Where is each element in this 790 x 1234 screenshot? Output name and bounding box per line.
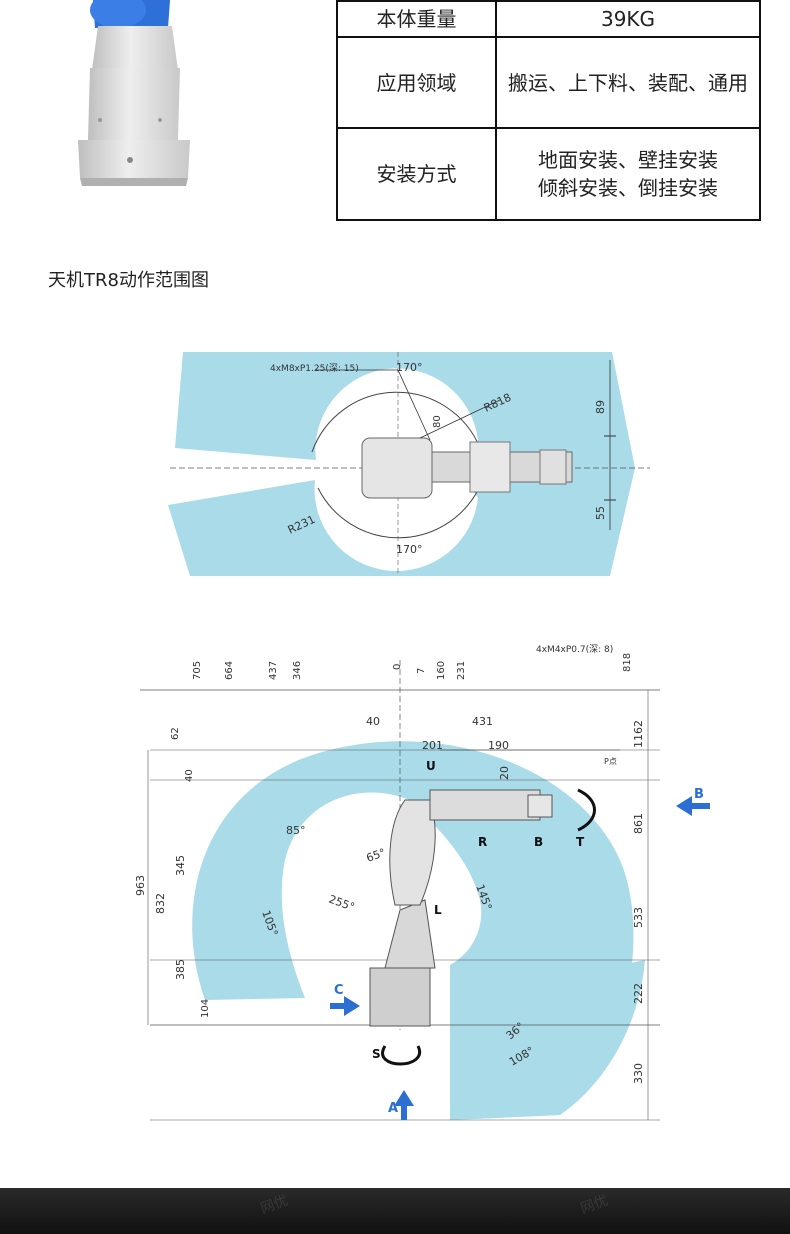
view-b-label: B [694, 787, 704, 802]
side-dim-963: 963 [134, 875, 147, 896]
side-dim-664: 664 [224, 661, 235, 680]
spec-value: 搬运、上下料、装配、通用 [495, 36, 761, 129]
side-dim-832: 832 [154, 893, 167, 914]
view-a-arrow-icon [394, 1090, 414, 1106]
side-dim-40-top: 40 [366, 715, 380, 728]
robot-lower-arm [389, 799, 436, 906]
spec-row: 应用领域 搬运、上下料、装配、通用 [336, 36, 761, 129]
footer-watermark: 网优 [578, 1192, 611, 1218]
axis-l-label: L [434, 903, 442, 917]
side-angle-255: 255° [327, 893, 356, 914]
page-title: 天机TR8动作范围图 [48, 270, 209, 291]
top-dim-89: 89 [594, 400, 607, 414]
top-dim-80: 80 [432, 415, 443, 428]
t-rotation-icon [577, 788, 596, 832]
axis-t-label: T [576, 835, 585, 849]
axis-r-label: R [478, 835, 487, 849]
side-dim-818: 818 [622, 653, 633, 672]
spec-key: 应用领域 [336, 36, 497, 129]
top-reach-zone [168, 352, 635, 576]
side-dim-7: 7 [416, 668, 427, 674]
top-view: 4xM8xP1.25(深: 15) 170° 170° R818 R231 80… [168, 352, 650, 576]
spec-row: 安装方式 地面安装、壁挂安装 倾斜安装、倒挂安装 [336, 127, 761, 221]
side-dim-346: 346 [292, 661, 303, 680]
top-mount-label: 4xM8xP1.25(深: 15) [270, 363, 359, 374]
side-dim-861: 861 [632, 813, 645, 834]
s-rotation-icon [381, 1045, 422, 1066]
side-angle-65: 65° [365, 846, 388, 865]
spec-value-line: 倾斜安装、倒挂安装 [538, 176, 718, 200]
side-dim-345: 345 [174, 855, 187, 876]
spec-key: 本体重量 [336, 0, 497, 38]
footer-watermark: 网优 [258, 1192, 291, 1218]
side-dim-437: 437 [268, 661, 279, 680]
side-dim-201: 201 [422, 739, 443, 752]
side-dim-705: 705 [192, 661, 203, 680]
spec-value-line: 地面安装、壁挂安装 [538, 148, 718, 172]
robot-base-side [369, 967, 431, 1027]
view-a-label: A [388, 1101, 398, 1116]
side-dim-231: 231 [456, 661, 467, 680]
side-dim-104: 104 [200, 999, 211, 1018]
side-dim-40: 40 [184, 769, 195, 782]
side-dim-1162: 1162 [632, 720, 645, 748]
spec-row: 本体重量 39KG [336, 0, 761, 38]
top-dim-55: 55 [594, 506, 607, 520]
view-b-arrow-icon [676, 796, 692, 816]
side-dim-385: 385 [174, 959, 187, 980]
side-dim-533: 533 [632, 907, 645, 928]
side-dim-431: 431 [472, 715, 493, 728]
side-p-point: P点 [604, 757, 617, 766]
spec-table: 本体重量 39KG 应用领域 搬运、上下料、装配、通用 安装方式 地面安装、壁挂… [336, 0, 761, 221]
side-view: 705 664 437 346 0 7 160 231 818 4xM4xP0.… [134, 644, 710, 1121]
side-dim-62: 62 [170, 727, 181, 740]
side-dim-20: 20 [498, 766, 511, 780]
spec-value: 39KG [495, 0, 761, 38]
side-dim-222: 222 [632, 983, 645, 1004]
side-dim-330: 330 [632, 1063, 645, 1084]
page-footer: 网优 网优 [0, 1188, 790, 1234]
side-lower-zone [450, 960, 645, 1120]
side-dim-160: 160 [436, 661, 447, 680]
axis-b-label: B [534, 835, 543, 849]
spec-key: 安装方式 [336, 127, 497, 221]
top-angle-bottom: 170° [396, 543, 423, 556]
view-c-arrow-icon [344, 996, 360, 1016]
axis-s-label: S [372, 1047, 381, 1061]
spec-value: 地面安装、壁挂安装 倾斜安装、倒挂安装 [495, 127, 761, 221]
side-angle-85: 85° [286, 824, 306, 837]
axis-u-label: U [426, 759, 436, 773]
robot-base-top [361, 437, 433, 499]
side-dim-190: 190 [488, 739, 509, 752]
view-c-label: C [334, 983, 344, 998]
side-mount-label: 4xM4xP0.7(深: 8) [536, 644, 613, 655]
side-dim-0: 0 [392, 664, 403, 670]
robot-photo [0, 0, 336, 222]
robot-upper-arm [429, 789, 541, 821]
top-angle-top: 170° [396, 361, 423, 374]
